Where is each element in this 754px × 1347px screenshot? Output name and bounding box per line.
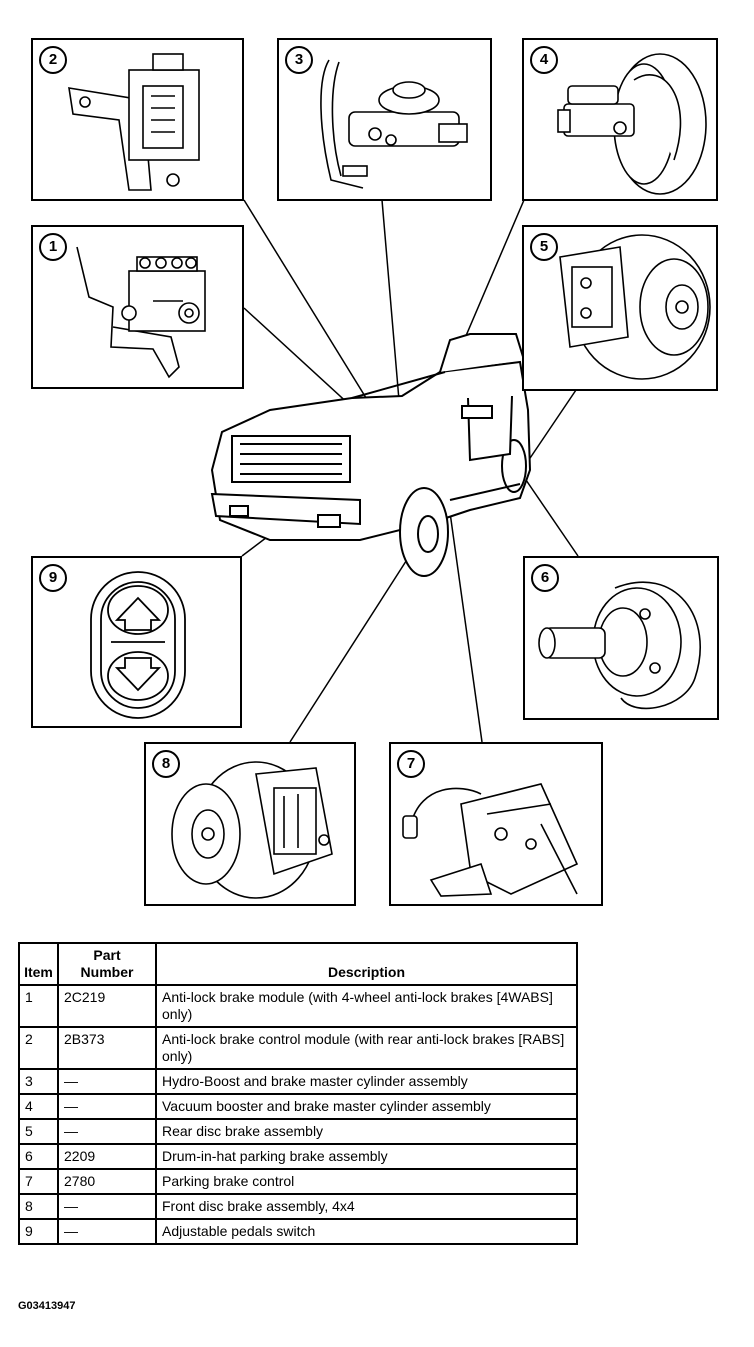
front-disc-brake-icon [171,761,333,899]
callout-7: 7 [397,750,425,778]
panel-item-7: 7 [389,742,603,906]
callout-9: 9 [39,564,67,592]
parking-brake-control-icon [402,783,579,897]
cell-description: Anti-lock brake control module (with rea… [155,1026,578,1070]
table-header-row: Item Part Number Description [18,942,578,986]
callout-8: 8 [152,750,180,778]
cell-part: 2209 [57,1143,157,1170]
header-part-number: Part Number [57,942,157,986]
drum-in-hat-parking-brake-icon [538,581,701,710]
callout-2: 2 [39,46,67,74]
truck-illustration [210,199,579,743]
cell-part: — [57,1118,157,1145]
adjustable-pedals-switch-icon [90,571,186,719]
header-description: Description [155,942,578,986]
callout-5: 5 [530,233,558,261]
table-row: 4 — Vacuum booster and brake master cyli… [18,1093,578,1120]
cell-description: Anti-lock brake module (with 4-wheel ant… [155,984,578,1028]
figure-id: G03413947 [18,1300,76,1312]
header-part-line1: Part [93,947,121,963]
cell-part: — [57,1218,157,1245]
header-item: Item [18,942,59,986]
table-row: 3 — Hydro-Boost and brake master cylinde… [18,1068,578,1095]
cell-part: — [57,1068,157,1095]
cell-description: Parking brake control [155,1168,578,1195]
panel-item-5: 5 [522,225,718,391]
panel-item-1: 1 [31,225,244,389]
panel-item-3: 3 [277,38,492,201]
panel-item-9: 9 [31,556,242,728]
parts-table: Item Part Number Description 1 2C219 Ant… [18,942,578,1245]
cell-part: — [57,1093,157,1120]
abs-control-module-icon [68,53,200,191]
cell-part: 2B373 [57,1026,157,1070]
brake-system-diagram: 2 3 [31,38,719,906]
callout-3: 3 [285,46,313,74]
cell-description: Rear disc brake assembly [155,1118,578,1145]
cell-item: 6 [18,1143,59,1170]
table-row: 5 — Rear disc brake assembly [18,1118,578,1145]
cell-item: 5 [18,1118,59,1145]
table-row: 8 — Front disc brake assembly, 4x4 [18,1193,578,1220]
panel-item-2: 2 [31,38,244,201]
callout-1: 1 [39,233,67,261]
cell-description: Adjustable pedals switch [155,1218,578,1245]
arrow-up-icon [114,596,162,631]
cell-part: 2780 [57,1168,157,1195]
cell-item: 8 [18,1193,59,1220]
table-row: 2 2B373 Anti-lock brake control module (… [18,1026,578,1070]
panel-item-8: 8 [144,742,356,906]
table-row: 6 2209 Drum-in-hat parking brake assembl… [18,1143,578,1170]
vacuum-booster-master-cylinder-icon [557,53,707,195]
cell-description: Drum-in-hat parking brake assembly [155,1143,578,1170]
cell-description: Hydro-Boost and brake master cylinder as… [155,1068,578,1095]
panel-item-4: 4 [522,38,718,201]
callout-6: 6 [531,564,559,592]
cell-part: 2C219 [57,984,157,1028]
cell-description: Vacuum booster and brake master cylinder… [155,1093,578,1120]
arrow-down-icon [114,657,162,692]
cell-item: 3 [18,1068,59,1095]
rear-disc-brake-icon [559,234,711,380]
cell-item: 4 [18,1093,59,1120]
header-part-line2: Number [80,964,134,980]
panel-item-6: 6 [523,556,719,720]
table-row: 9 — Adjustable pedals switch [18,1218,578,1245]
cell-item: 9 [18,1218,59,1245]
table-row: 7 2780 Parking brake control [18,1168,578,1195]
cell-item: 1 [18,984,59,1028]
cell-item: 7 [18,1168,59,1195]
cell-description: Front disc brake assembly, 4x4 [155,1193,578,1220]
cell-part: — [57,1193,157,1220]
callout-4: 4 [530,46,558,74]
cell-item: 2 [18,1026,59,1070]
table-row: 1 2C219 Anti-lock brake module (with 4-w… [18,984,578,1028]
hydro-boost-master-cylinder-icon [320,59,468,189]
abs-module-icon [76,246,206,379]
